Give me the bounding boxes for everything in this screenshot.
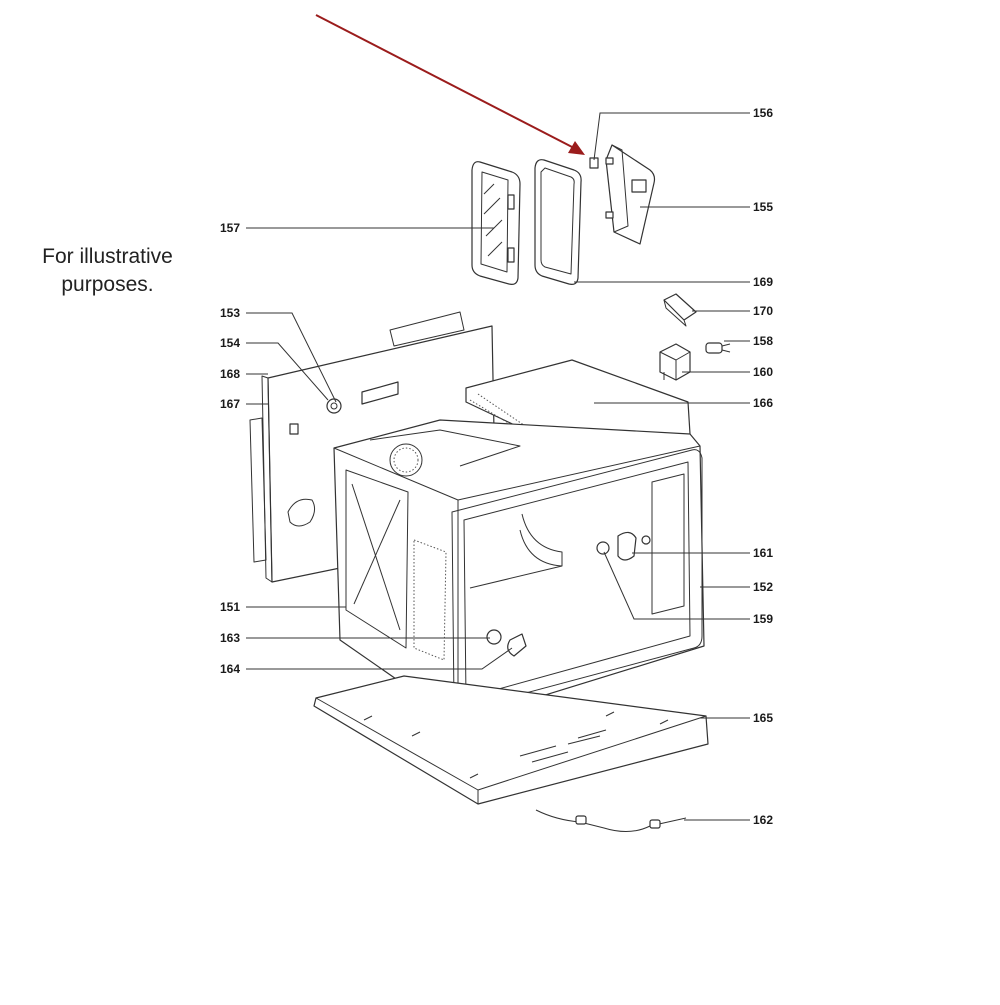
- part-162-wire: [535, 809, 687, 832]
- callout-165: 165: [753, 711, 773, 725]
- part-161-light-window: [617, 531, 651, 561]
- callout-labels: 156 155 157 169 170 153 158 154 160 168 …: [220, 106, 773, 827]
- callout-157: 157: [220, 221, 240, 235]
- callout-156: 156: [753, 106, 773, 120]
- part-169-gasket: [534, 159, 582, 285]
- part-155-lamp-housing: [605, 144, 656, 245]
- note-line-1: For illustrative: [42, 245, 173, 268]
- callout-155: 155: [753, 200, 773, 214]
- callout-168: 168: [220, 367, 240, 381]
- callout-163: 163: [220, 631, 240, 645]
- callout-158: 158: [753, 334, 773, 348]
- part-165-bottom-panel: [313, 675, 709, 805]
- callout-166: 166: [753, 396, 773, 410]
- callout-153: 153: [220, 306, 240, 320]
- part-160-terminal-block: [659, 343, 691, 381]
- callout-164: 164: [220, 662, 240, 676]
- leader-lines: [246, 112, 750, 821]
- callout-162: 162: [753, 813, 773, 827]
- part-170-bracket: [663, 293, 697, 327]
- illustrative-note: For illustrative purposes.: [20, 243, 195, 299]
- note-line-2: purposes.: [61, 273, 154, 296]
- callout-160: 160: [753, 365, 773, 379]
- callout-161: 161: [753, 546, 773, 560]
- part-164-knob: [507, 633, 527, 657]
- callout-169: 169: [753, 275, 773, 289]
- part-153-fan-motor: [326, 398, 342, 414]
- callout-154: 154: [220, 336, 240, 350]
- part-158-lamp: [705, 342, 731, 354]
- callout-151: 151: [220, 600, 240, 614]
- part-163-seal: [486, 629, 502, 645]
- callout-170: 170: [753, 304, 773, 318]
- callout-159: 159: [753, 612, 773, 626]
- highlight-arrow: [315, 14, 585, 155]
- part-157-glass-panel: [471, 161, 521, 285]
- part-159-lamp-socket: [596, 541, 610, 555]
- part-151-oven-cavity: [333, 419, 705, 723]
- callout-152: 152: [753, 580, 773, 594]
- callout-167: 167: [220, 397, 240, 411]
